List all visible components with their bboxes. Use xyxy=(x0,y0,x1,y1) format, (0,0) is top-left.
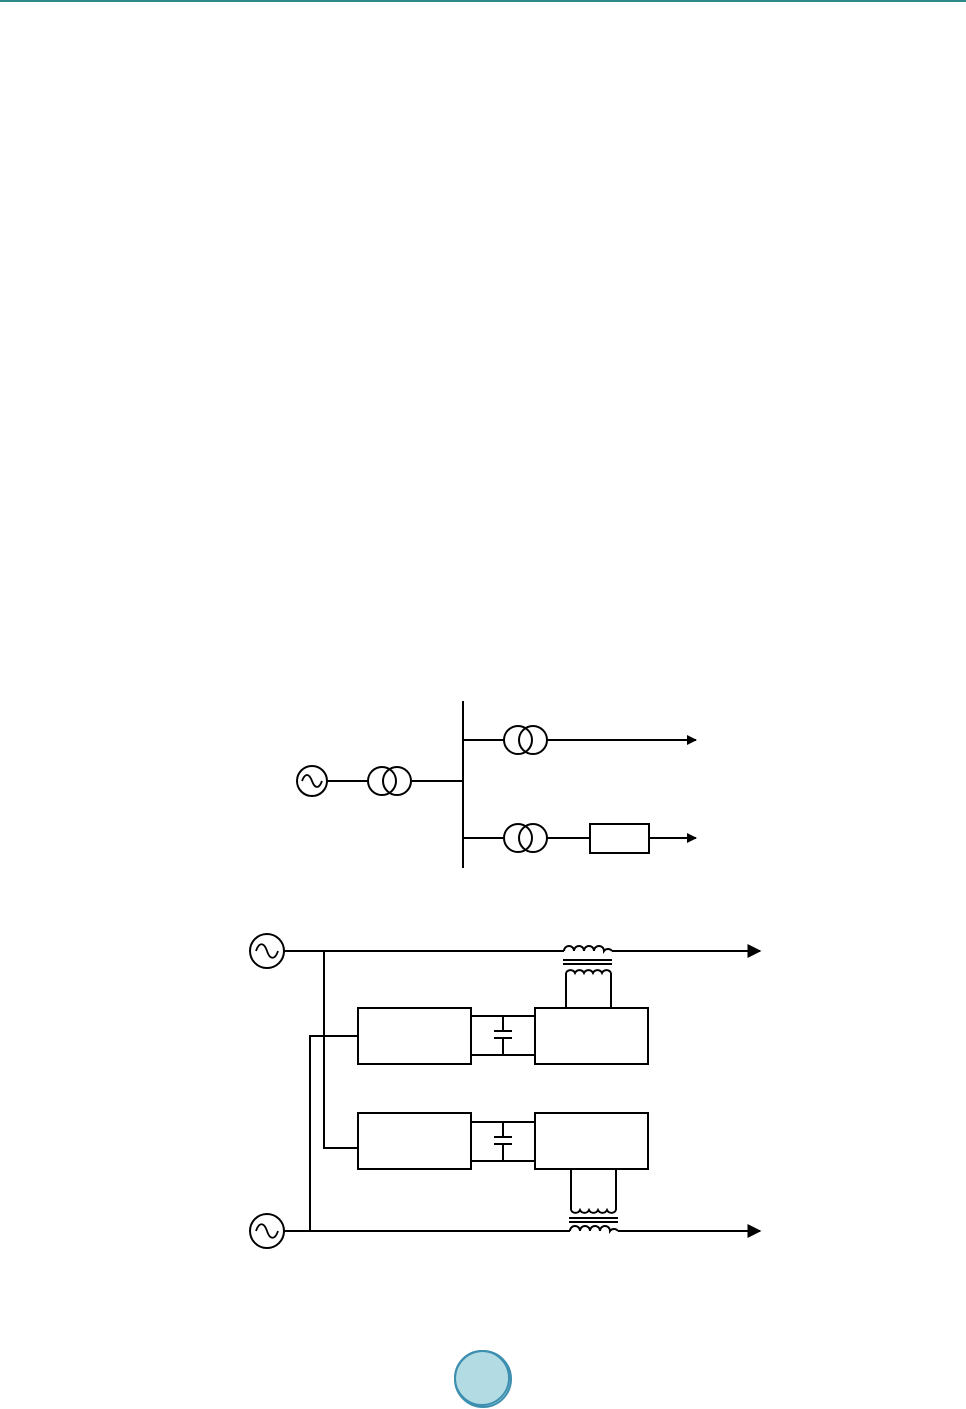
page-number-badge xyxy=(454,1350,510,1406)
generator-icon xyxy=(296,765,328,797)
figure-1-diagram xyxy=(296,701,697,868)
transformer-icon xyxy=(503,725,548,755)
converter-box xyxy=(534,1007,649,1065)
converter-box xyxy=(357,1112,472,1170)
dc-capacitor-icon xyxy=(494,1016,512,1055)
dc-capacitor-icon xyxy=(494,1122,512,1161)
series-transformer-icon xyxy=(569,1207,619,1234)
transformer-icon xyxy=(367,766,412,796)
converter-box xyxy=(357,1007,472,1065)
figure-2-diagram xyxy=(249,933,762,1249)
converter-box xyxy=(534,1112,649,1170)
shunt-tap-line xyxy=(309,1035,358,1231)
generator-icon xyxy=(249,933,285,969)
header-rule xyxy=(0,0,966,2)
shunt-tap-line xyxy=(323,951,358,1149)
series-transformer-icon xyxy=(563,945,613,976)
generator-icon xyxy=(249,1213,285,1249)
converter-box xyxy=(589,823,650,854)
transformer-icon xyxy=(503,823,548,853)
